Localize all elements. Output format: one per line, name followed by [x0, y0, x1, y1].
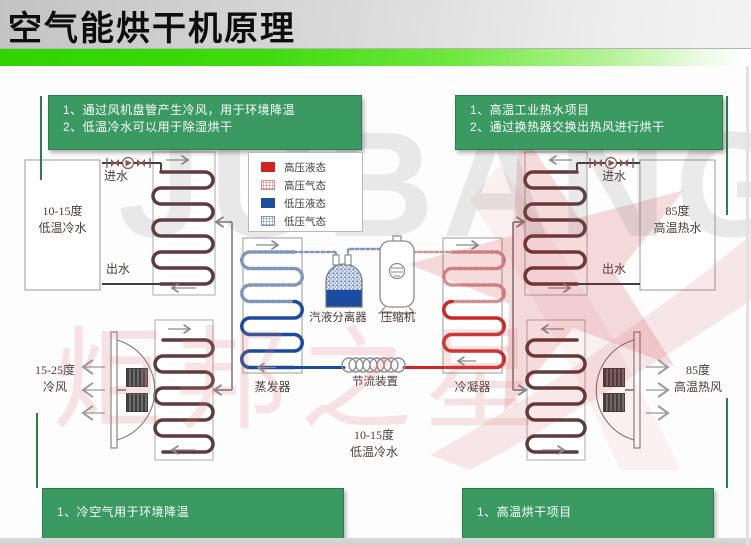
- coil-top-left: [151, 170, 215, 286]
- condenser-coil-liquid: [442, 299, 506, 370]
- tank-left: [24, 159, 101, 291]
- wind-arrows: [81, 359, 670, 421]
- legend-label: 低压液态: [284, 198, 326, 210]
- coil-top-right: [523, 170, 587, 286]
- label-water-out-right: 出水: [602, 262, 627, 276]
- legend-swatch-lp-gas: [261, 216, 275, 226]
- hot-wind-line1: 85度: [685, 363, 710, 377]
- label-compressor: 压缩机: [380, 312, 416, 324]
- tank-right: [639, 159, 716, 291]
- legend-swatch-lp-liquid: [261, 198, 275, 208]
- coil-bottom-left: [153, 338, 215, 454]
- compressor: [378, 235, 416, 314]
- label-separator: 汽液分离器: [309, 312, 367, 324]
- throttle-device: [341, 357, 406, 373]
- info-line: 1、冷空气用于环境降温: [57, 505, 190, 519]
- refrigerant-circuit: [240, 247, 506, 370]
- valve-pump-left: [106, 156, 151, 170]
- center-note-line1: 10-15度: [354, 428, 394, 442]
- exchanger-boxes: [152, 151, 588, 461]
- info-box-top-right: 1、高温工业热水项目 2、通过换热器交换出热风进行烘干: [455, 95, 723, 150]
- info-line: 1、高温工业热水项目: [470, 103, 590, 117]
- info-line: 2、低温冷水可以用于除湿烘干: [63, 120, 233, 134]
- label-evaporator: 蒸发器: [254, 380, 291, 394]
- info-box-bottom-right: 1、高温烘干项目: [462, 488, 714, 545]
- tank-right-line1: 85度: [665, 204, 690, 218]
- legend-label: 高压液态: [284, 162, 326, 174]
- info-box-bottom-left: 1、冷空气用于环境降温: [42, 488, 344, 545]
- tank-left-line2: 低温冷水: [38, 221, 87, 235]
- legend-row: 低压液态: [249, 194, 362, 212]
- legend-row: 高压气态: [249, 176, 362, 194]
- water-coils: [151, 170, 587, 454]
- condenser-coil-gas: [442, 250, 506, 304]
- info-line: 1、高温烘干项目: [477, 505, 572, 519]
- header: 空气能烘干机原理: [0, 0, 751, 49]
- fan-right: [595, 331, 641, 449]
- label-tank-left: 10-15度 低温冷水: [27, 203, 98, 237]
- separator: [325, 254, 363, 308]
- legend-label: 低压气态: [284, 216, 326, 228]
- bottom-strip: [0, 538, 751, 545]
- fan-left: [110, 331, 156, 449]
- legend-label: 高压气态: [284, 180, 326, 192]
- info-line: 1、通过风机盘管产生冷风，用于环境降温: [63, 103, 296, 117]
- page-title: 空气能烘干机原理: [8, 10, 296, 48]
- cold-wind-line2: 冷风: [42, 380, 67, 394]
- evaporator-coil-gas: [240, 250, 304, 304]
- flow-arrows: [166, 154, 572, 456]
- legend-row: 高压液态: [249, 158, 362, 176]
- label-tank-right: 85度 高温热水: [642, 203, 713, 237]
- tank-right-line2: 高温热水: [653, 221, 702, 235]
- right-edge: [746, 66, 749, 545]
- cold-wind-line1: 15-25度: [35, 363, 75, 377]
- label-water-in-right: 进水: [602, 169, 627, 183]
- center-note-line2: 低温冷水: [349, 445, 398, 459]
- label-water-in-left: 进水: [104, 169, 129, 183]
- label-throttle: 节流装置: [352, 376, 398, 388]
- tank-left-line1: 10-15度: [42, 204, 83, 218]
- hot-wind-line2: 高温热风: [673, 380, 722, 394]
- info-box-top-left: 1、通过风机盘管产生冷风，用于环境降温 2、低温冷水可以用于除湿烘干: [48, 95, 362, 150]
- label-hot-wind: 85度 高温热风: [666, 362, 730, 396]
- green-connector-lines: [36, 96, 728, 488]
- pipe-separator-to-compressor: [346, 247, 383, 260]
- evaporator-coil-liquid: [240, 299, 304, 370]
- title-accent-bar: [0, 49, 751, 66]
- label-condenser: 冷凝器: [454, 380, 491, 394]
- legend: 高压液态 高压气态 低压液态 低压气态: [248, 152, 363, 232]
- legend-swatch-hp-gas: [261, 180, 275, 190]
- info-line: 2、通过换热器交换出热风进行烘干: [470, 120, 665, 134]
- label-water-out-left: 出水: [106, 262, 131, 276]
- legend-row: 低压气态: [249, 212, 362, 230]
- valve-pump-right: [589, 156, 634, 170]
- coil-bottom-right: [525, 338, 587, 454]
- label-center-note: 10-15度 低温冷水: [338, 427, 410, 461]
- legend-swatch-hp-liquid: [261, 162, 275, 172]
- label-cold-wind: 15-25度 冷风: [20, 362, 90, 396]
